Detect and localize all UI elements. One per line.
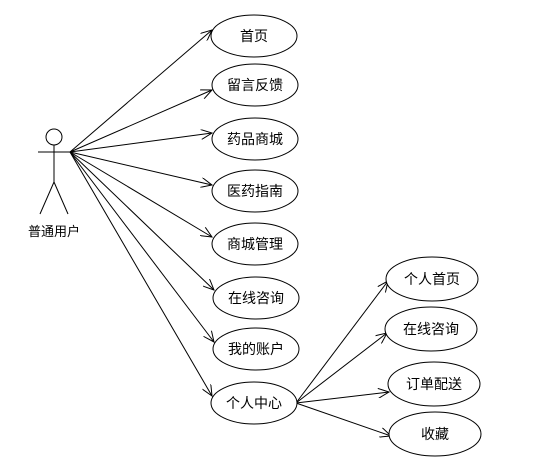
use-case-label: 个人首页 bbox=[404, 272, 460, 288]
edge-home bbox=[69, 30, 212, 153]
actor-right-leg bbox=[53, 181, 69, 215]
actor-head bbox=[45, 128, 63, 146]
edge-my-account bbox=[69, 151, 214, 342]
use-case-ellipse bbox=[211, 63, 299, 107]
edge-med-guide bbox=[69, 151, 212, 185]
use-case-label: 首页 bbox=[240, 29, 268, 45]
edge-sub-online-consult bbox=[295, 333, 387, 404]
use-case-ellipse bbox=[212, 327, 300, 371]
use-case-label: 药品商城 bbox=[227, 132, 283, 148]
edge-personal-center bbox=[69, 151, 212, 396]
use-case-sub-online-consult: 在线咨询 bbox=[384, 306, 478, 352]
use-case-label: 在线咨询 bbox=[403, 322, 459, 338]
use-case-label: 留言反馈 bbox=[227, 78, 283, 94]
edge-order-delivery bbox=[295, 392, 389, 404]
sub-edges bbox=[295, 281, 391, 436]
use-case-mall-manage: 商城管理 bbox=[211, 222, 299, 266]
use-case-label: 收藏 bbox=[421, 427, 449, 443]
use-case-online-consult: 在线咨询 bbox=[212, 276, 300, 320]
actor-edges bbox=[69, 30, 214, 396]
use-case-favorites: 收藏 bbox=[388, 411, 482, 457]
edge-mall-manage bbox=[69, 151, 212, 237]
edge-favorites bbox=[295, 402, 391, 436]
use-case-label: 个人中心 bbox=[226, 396, 282, 412]
use-case-my-account: 我的账户 bbox=[212, 327, 300, 371]
edge-personal-home bbox=[295, 281, 388, 404]
use-case-personal-home: 个人首页 bbox=[385, 256, 479, 302]
use-case-personal-center: 个人中心 bbox=[210, 381, 298, 425]
use-case-ellipse bbox=[384, 306, 478, 352]
actor-label: 普通用户 bbox=[28, 224, 80, 240]
use-case-ellipse bbox=[211, 222, 299, 266]
use-case-feedback: 留言反馈 bbox=[211, 63, 299, 107]
use-case-ellipse bbox=[388, 411, 482, 457]
use-case-label: 在线咨询 bbox=[228, 291, 284, 307]
use-case-ellipse bbox=[387, 361, 481, 407]
actor-left-leg bbox=[39, 181, 55, 215]
use-case-label: 我的账户 bbox=[228, 341, 284, 358]
use-case-label: 商城管理 bbox=[227, 237, 283, 253]
actor: 普通用户 bbox=[28, 128, 80, 240]
use-case-ellipse bbox=[212, 276, 300, 320]
use-case-home: 首页 bbox=[210, 14, 298, 58]
use-case-ellipse bbox=[211, 169, 299, 213]
use-case-ellipse bbox=[385, 256, 479, 302]
edge-feedback bbox=[69, 90, 212, 153]
use-case-label: 订单配送 bbox=[406, 377, 462, 393]
use-case-label: 医药指南 bbox=[227, 184, 283, 200]
edge-online-consult bbox=[69, 151, 214, 290]
use-case-ellipse bbox=[210, 381, 298, 425]
use-case-med-guide: 医药指南 bbox=[211, 169, 299, 213]
use-case-order-delivery: 订单配送 bbox=[387, 361, 481, 407]
edge-drug-mall bbox=[69, 133, 212, 153]
use-case-drug-mall: 药品商城 bbox=[211, 117, 299, 161]
use-case-ellipse bbox=[210, 14, 298, 58]
use-case-ellipse bbox=[211, 117, 299, 161]
